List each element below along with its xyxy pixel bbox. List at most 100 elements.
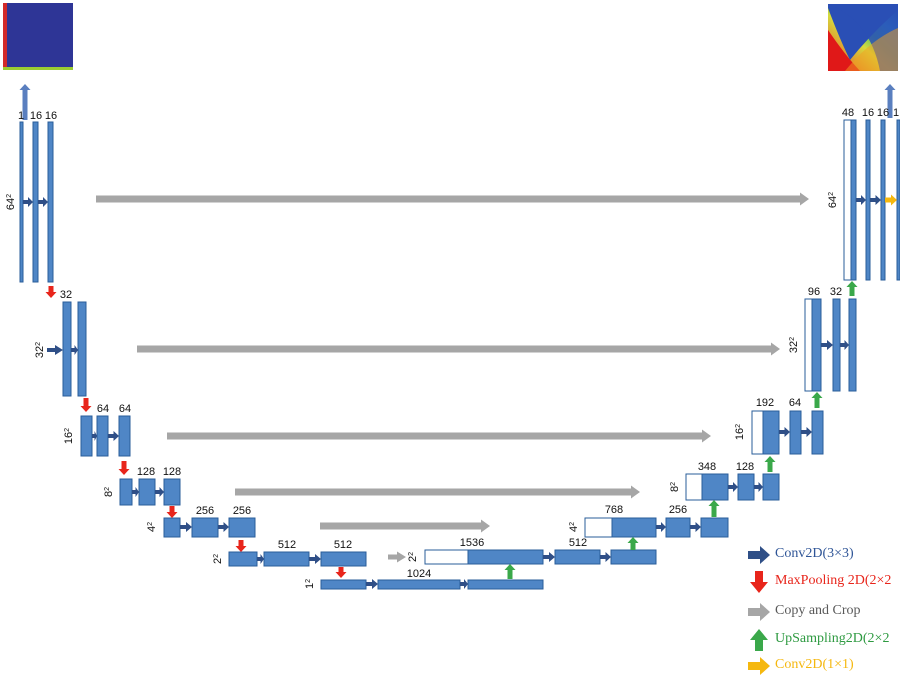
- feature-map: [263, 551, 310, 567]
- channel-label: 128: [736, 461, 754, 473]
- channel-label: 128: [163, 466, 181, 478]
- feature-map: [811, 298, 822, 392]
- feature-map: [467, 579, 544, 590]
- conv-arrow: [47, 345, 63, 355]
- feature-map: [19, 121, 24, 283]
- channel-label: 512: [278, 539, 296, 551]
- feature-map: [119, 478, 133, 506]
- feature-map: [762, 410, 780, 455]
- conv-arrow: [543, 552, 555, 562]
- upsample-arrow: [811, 392, 823, 408]
- feature-map: [848, 298, 857, 392]
- legend: Conv2D(3×3) MaxPooling 2D(2×2 Copy and C…: [748, 540, 900, 677]
- upsample-arrow: [846, 281, 858, 296]
- conv-arrow: [218, 522, 229, 532]
- size-label: 642: [5, 194, 17, 210]
- feature-map: [377, 579, 461, 590]
- size-label: 22: [407, 552, 419, 562]
- conv-arrow: [600, 552, 611, 562]
- legend-label-pool: MaxPooling 2D(2×2: [775, 573, 892, 588]
- upsample-arrow: [504, 564, 516, 579]
- upsample-arrow: [627, 537, 639, 550]
- feature-map: [228, 517, 256, 538]
- feature-map: [32, 121, 39, 283]
- pool-arrow: [235, 540, 247, 552]
- conv-arrow: [728, 482, 738, 492]
- conv-arrow: [690, 522, 701, 532]
- channel-label: 192: [756, 397, 774, 409]
- channel-label: 768: [605, 504, 623, 516]
- feature-map: [700, 517, 729, 538]
- feature-map: [880, 119, 886, 281]
- channel-label: 48: [842, 107, 854, 119]
- input-arrow: [19, 84, 31, 120]
- conv-arrow: [23, 197, 33, 207]
- feature-map: [228, 551, 258, 567]
- feature-map: [843, 119, 852, 281]
- feature-map: [751, 410, 764, 455]
- feature-map: [701, 473, 729, 501]
- size-label: 82: [103, 487, 115, 497]
- channel-label: 64: [97, 403, 109, 415]
- channel-label: 256: [669, 504, 687, 516]
- feature-map: [467, 549, 544, 565]
- right-arrow-icon: [748, 546, 770, 564]
- pool-arrow: [80, 398, 92, 412]
- channel-label: 1: [893, 107, 899, 119]
- channel-label: 16: [30, 110, 42, 122]
- feature-map: [584, 517, 613, 538]
- conv-arrow: [856, 195, 866, 205]
- feature-map: [850, 119, 857, 281]
- legend-label-copy: Copy and Crop: [775, 603, 861, 618]
- channel-label: 1: [18, 110, 24, 122]
- conv1x1-arrow: [885, 194, 897, 206]
- size-label: 12: [304, 579, 316, 589]
- conv-arrow: [821, 340, 833, 350]
- feature-map: [804, 298, 813, 392]
- channel-label: 96: [808, 286, 820, 298]
- conv-arrow: [155, 487, 164, 497]
- feature-map: [62, 301, 72, 397]
- size-label: 22: [212, 554, 224, 564]
- conv-arrow: [801, 427, 812, 437]
- feature-map: [118, 415, 131, 457]
- channel-label: 348: [698, 461, 716, 473]
- feature-map: [138, 478, 156, 506]
- pool-arrow: [335, 567, 347, 578]
- up-arrow-icon: [750, 629, 768, 651]
- right-arrow-icon: [748, 657, 770, 675]
- channel-label: 256: [233, 505, 251, 517]
- size-label: 82: [669, 482, 681, 492]
- right-arrow-icon: [748, 603, 770, 621]
- feature-map: [424, 549, 469, 565]
- feature-map: [77, 301, 87, 397]
- channel-label: 256: [196, 505, 214, 517]
- conv-arrow: [38, 197, 48, 207]
- size-label: 322: [788, 337, 800, 353]
- conv-arrow: [656, 522, 666, 532]
- conv-arrow: [840, 340, 849, 350]
- feature-map: [163, 478, 181, 506]
- copy-arrow: [167, 429, 711, 443]
- feature-map: [320, 579, 367, 590]
- channel-label: 512: [334, 539, 352, 551]
- legend-label-up: UpSampling2D(2×2: [775, 631, 890, 646]
- upsample-arrow: [764, 456, 776, 472]
- feature-map: [554, 549, 601, 565]
- copy-arrow: [235, 485, 640, 499]
- channel-label: 512: [569, 537, 587, 549]
- pool-arrow: [166, 506, 178, 518]
- channel-label: 16: [877, 107, 889, 119]
- conv-arrow: [870, 195, 881, 205]
- size-label: 42: [568, 522, 580, 532]
- feature-map: [163, 517, 181, 538]
- conv-arrow: [108, 431, 119, 441]
- copy-arrow: [320, 519, 490, 533]
- output-image: [828, 4, 898, 71]
- feature-map: [610, 549, 657, 565]
- conv-arrow: [92, 431, 97, 441]
- legend-label-conv1: Conv2D(1×1): [775, 657, 854, 672]
- conv-arrow: [779, 427, 790, 437]
- input-image: [3, 3, 73, 70]
